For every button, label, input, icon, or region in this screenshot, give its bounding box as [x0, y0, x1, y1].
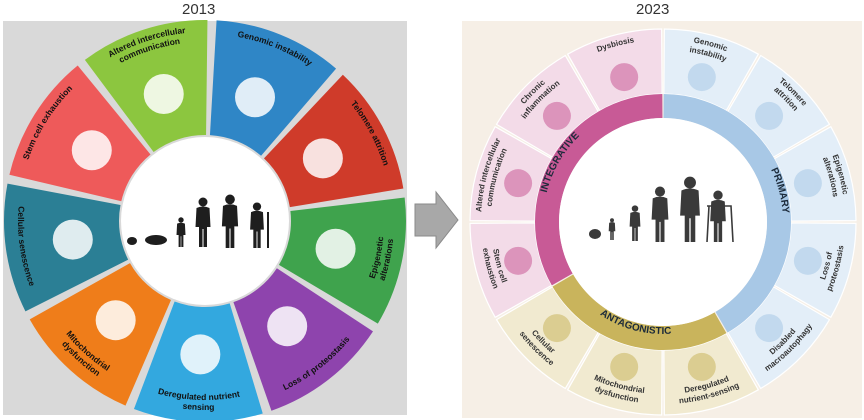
left-segment-icon-1	[302, 138, 343, 179]
right-segment-icon-9	[504, 169, 533, 198]
right-segment-icon-10	[542, 101, 571, 130]
right-elderly-icon	[710, 190, 726, 242]
right-adult-icon	[651, 186, 669, 242]
right-segment-icon-4	[755, 314, 784, 343]
year-label-2013: 2013	[182, 1, 216, 18]
year-label-2023: 2023	[636, 1, 670, 18]
left-baby-icon	[145, 235, 167, 245]
left-segment-icon-5	[95, 300, 136, 341]
right-wheel-2023: GenomicinstabilityTelomereattritionEpige…	[469, 28, 857, 416]
left-embryo-icon	[127, 237, 137, 245]
left-segment-icon-2	[315, 228, 356, 269]
left-middle-aged-icon	[221, 194, 239, 248]
left-segment-icon-7	[71, 130, 112, 171]
right-segment-icon-3	[793, 246, 822, 275]
right-segment-icon-1	[755, 101, 784, 130]
left-segment-3	[233, 268, 373, 411]
right-middle-aged-icon	[680, 176, 700, 242]
right-segment-icon-6	[610, 352, 639, 381]
left-label-4-line2: sensing	[182, 401, 214, 412]
left-elderly-icon	[250, 202, 264, 248]
transition-arrow-icon	[414, 190, 459, 250]
left-child-icon	[176, 217, 186, 247]
left-segment-1	[263, 74, 404, 208]
right-group-band-primary	[663, 94, 791, 333]
left-segment-5	[29, 263, 171, 406]
right-segment-icon-2	[793, 169, 822, 198]
left-adult-icon	[195, 197, 211, 247]
right-segment-icon-7	[542, 314, 571, 343]
right-embryo-icon	[589, 229, 601, 239]
right-walker-icon	[706, 205, 734, 243]
right-group-band-integrative	[535, 94, 663, 286]
left-segment-icon-4	[180, 334, 221, 375]
right-group-band-antagonistic	[552, 274, 727, 351]
right-segment-icon-11	[610, 63, 639, 92]
right-baby-icon	[608, 218, 616, 240]
transition-arrow	[414, 190, 459, 250]
right-segment-icon-5	[687, 352, 716, 381]
left-segment-icon-0	[235, 77, 276, 118]
left-segment-7	[9, 65, 151, 202]
left-segment-icon-6	[52, 219, 93, 260]
left-segment-0	[209, 20, 337, 156]
left-segment-icon-3	[267, 306, 308, 347]
left-segment-icon-8	[143, 74, 184, 115]
right-segment-icon-8	[504, 246, 533, 275]
right-child-icon	[629, 205, 641, 241]
right-segment-icon-0	[687, 63, 716, 92]
